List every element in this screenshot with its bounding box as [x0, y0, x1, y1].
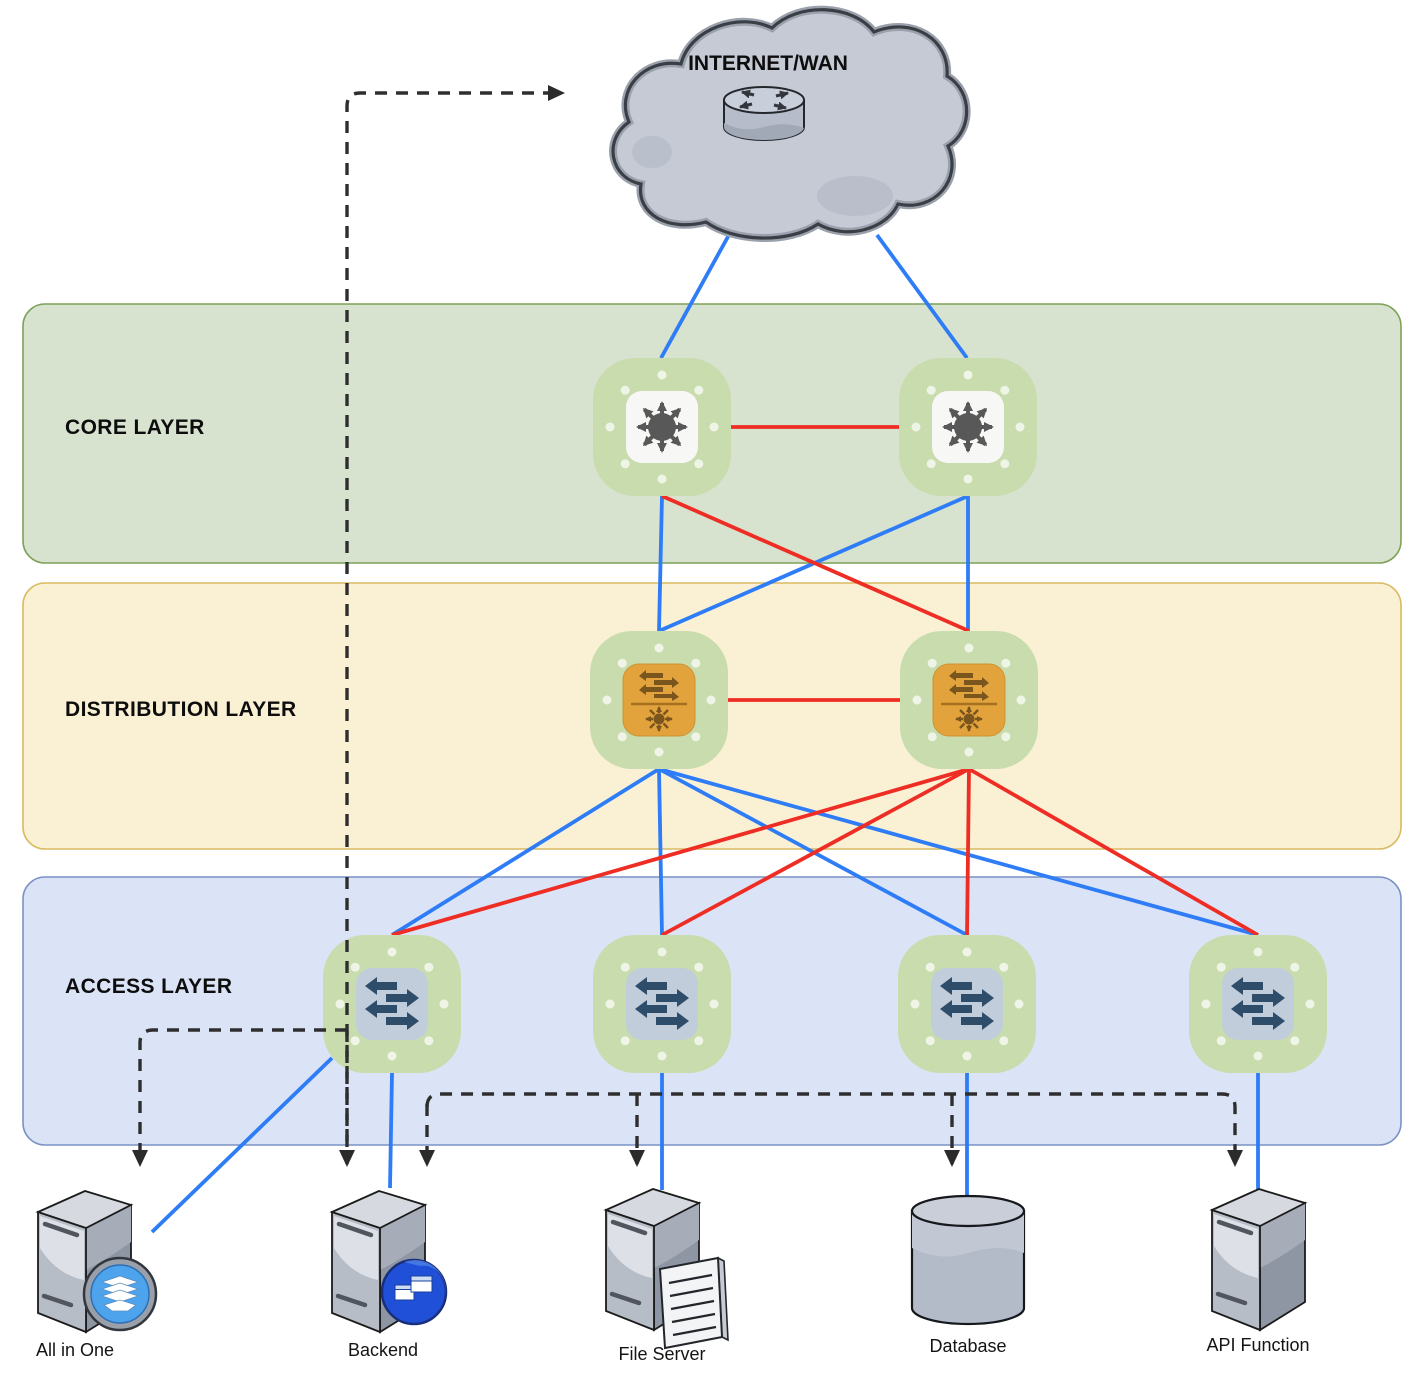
dashed-flows: [132, 85, 1243, 1167]
server-api-function: API Function: [1206, 1189, 1310, 1355]
link-core1-dist1: [657, 495, 664, 632]
flow-servers-to-internet: [345, 85, 565, 1162]
access-switch-3: [898, 935, 1036, 1073]
link-dist2-access1: [391, 767, 970, 937]
distribution-switch-2: [900, 631, 1038, 769]
link-dist2-access2: [661, 767, 970, 937]
server-label: API Function: [1206, 1335, 1309, 1355]
internet-router-icon: [723, 86, 805, 141]
link-cloud-core1: [659, 232, 732, 359]
link-dist1-access2: [657, 768, 664, 936]
link-access1-backend: [388, 1072, 394, 1189]
server-all-in-one: All in One: [36, 1191, 158, 1360]
core-switch-icon: [944, 403, 992, 451]
cloud-shading: [632, 136, 672, 168]
server-tower-icon: [1212, 1189, 1305, 1330]
server-database: Database: [910, 1194, 1026, 1356]
server-label: Backend: [348, 1340, 418, 1360]
flow-to-all-in-one: [132, 1028, 347, 1167]
link-dist1-access1: [390, 767, 661, 937]
cloud-shading: [817, 176, 893, 216]
virtualization-badge-icon: [82, 1256, 158, 1332]
cloud-label: INTERNET/WAN: [688, 52, 848, 75]
link-core1-dist2: [661, 494, 970, 633]
document-icon: [658, 1256, 729, 1350]
access-switch-4: [1189, 935, 1327, 1073]
core-switch-2: [899, 358, 1037, 496]
access-switch-2: [593, 935, 731, 1073]
link-dist2-access4: [968, 767, 1259, 937]
database-cylinder-icon: [910, 1194, 1026, 1326]
distribution-layer-label: DISTRIBUTION LAYER: [65, 698, 297, 721]
flow-bus-to-api-function: [425, 1092, 1243, 1167]
server-file-server: File Server: [606, 1189, 729, 1364]
core-switch-icon: [638, 403, 686, 451]
internet-cloud: INTERNET/WAN: [609, 5, 971, 242]
application-badge-icon: [380, 1258, 448, 1326]
access-layer-label: ACCESS LAYER: [65, 975, 232, 998]
cloud-outline: [611, 8, 969, 240]
core-layer-label: CORE LAYER: [65, 416, 205, 439]
link-dist2-access3: [965, 768, 971, 936]
server-label: All in One: [36, 1340, 114, 1360]
link-dist1-access4: [658, 767, 1259, 937]
link-access1-allinone: [150, 1056, 334, 1234]
access-switch-1: [323, 935, 461, 1073]
distribution-switch-1: [590, 631, 728, 769]
server-label: File Server: [618, 1344, 705, 1364]
server-backend: Backend: [332, 1191, 448, 1360]
core-switch-1: [593, 358, 731, 496]
server-label: Database: [929, 1336, 1006, 1356]
link-cloud-core2: [875, 233, 969, 360]
redundant-links: [391, 425, 1259, 937]
